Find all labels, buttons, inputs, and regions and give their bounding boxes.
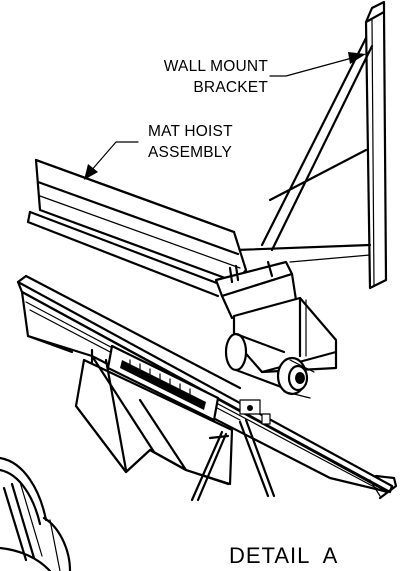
hanging-mat — [74, 348, 276, 502]
wall-mount-bracket — [234, 0, 388, 290]
wall-mount-bracket-label-line1: WALL MOUNT — [164, 58, 269, 75]
motor-housing — [106, 344, 271, 425]
mat-hoist-assembly-label-line1: MAT HOIST — [148, 123, 233, 140]
rolled-mat — [0, 456, 72, 571]
mat-hoist-assembly — [26, 158, 248, 298]
leader-mat-hoist-assembly — [84, 141, 139, 180]
mat-hoist-assembly-label-line2: ASSEMBLY — [148, 144, 232, 161]
hoist-drum — [224, 332, 315, 399]
mounting-clamp — [214, 260, 338, 374]
wall-mount-bracket-label-line2: BRACKET — [193, 79, 268, 96]
detail-a-caption: DETAIL A — [229, 543, 338, 568]
leader-wall-mount-bracket — [269, 52, 366, 77]
